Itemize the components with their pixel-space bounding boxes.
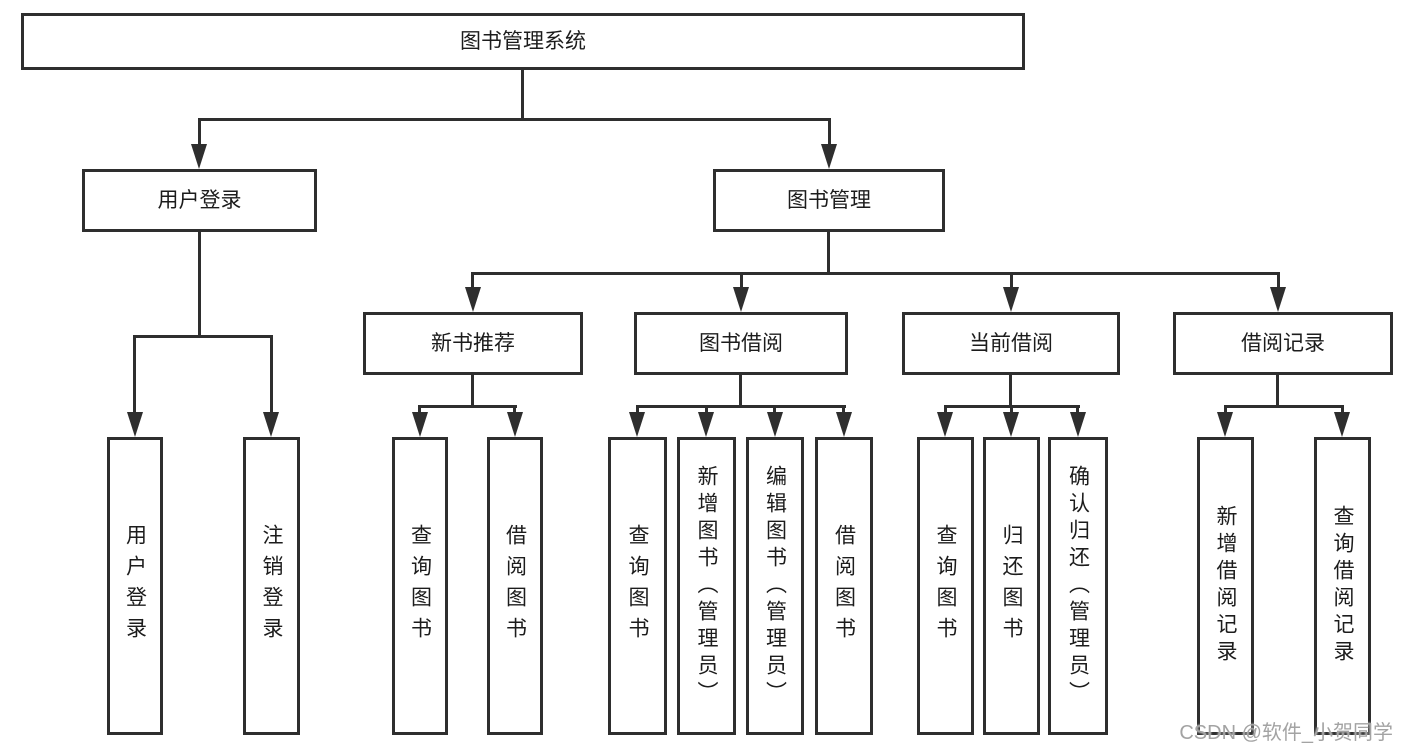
node-borrowing-records: 借阅记录 <box>1173 312 1393 375</box>
arrowhead-new-book-recommend <box>465 287 481 312</box>
edge-drop-br-add-record <box>1224 405 1227 417</box>
node-bb-query-books: 查询图书 <box>608 437 667 735</box>
edge-current-borrowing-stem <box>1009 375 1012 405</box>
edge-drop-cb-query-books <box>944 405 947 417</box>
edge-drop-bb-add-books <box>705 405 708 417</box>
arrowhead-bb-edit-books <box>767 412 783 437</box>
edge-root-drop-user-login <box>198 118 201 148</box>
edge-drop-new-book-recommend <box>471 272 474 292</box>
watermark: CSDN @软件_小贺同学 <box>1179 722 1393 744</box>
arrowhead-user-login-leaf <box>127 412 143 437</box>
node-book-borrowing: 图书借阅 <box>634 312 848 375</box>
edge-drop-cb-confirm-return <box>1076 405 1079 417</box>
edge-new-book-recommend-bus <box>418 405 517 408</box>
edge-drop-book-borrowing <box>740 272 743 292</box>
node-logout: 注销登录 <box>243 437 300 735</box>
arrowhead-bb-borrow-books <box>836 412 852 437</box>
node-cb-query-books: 查询图书 <box>917 437 974 735</box>
node-library-management-system: 图书管理系统 <box>21 13 1025 70</box>
arrowhead-cb-confirm-return <box>1070 412 1086 437</box>
arrowhead-user-login <box>191 144 207 169</box>
arrowhead-book-management <box>821 144 837 169</box>
edge-book-borrowing-bus <box>636 405 846 408</box>
node-user-login: 用户登录 <box>82 169 317 232</box>
node-book-management: 图书管理 <box>713 169 945 232</box>
arrowhead-cb-return-books <box>1003 412 1019 437</box>
edge-root-stem <box>521 70 524 118</box>
node-br-add-record: 新增借阅记录 <box>1197 437 1254 735</box>
edge-root-bus <box>198 118 831 121</box>
node-bb-add-books-admin: 新增图书（管理员） <box>677 437 736 735</box>
arrowhead-br-add-record <box>1217 412 1233 437</box>
node-bb-borrow-books: 借阅图书 <box>815 437 873 735</box>
edge-drop-logout <box>270 335 273 415</box>
node-user-login-leaf: 用户登录 <box>107 437 163 735</box>
arrowhead-br-query-record <box>1334 412 1350 437</box>
edge-root-drop-book-management <box>828 118 831 148</box>
edge-drop-cb-return-books <box>1010 405 1013 417</box>
node-new-book-recommend: 新书推荐 <box>363 312 583 375</box>
arrowhead-current-borrowing <box>1003 287 1019 312</box>
arrowhead-book-borrowing <box>733 287 749 312</box>
edge-drop-user-login-leaf <box>133 335 136 415</box>
arrowhead-cb-query-books <box>937 412 953 437</box>
node-current-borrowing: 当前借阅 <box>902 312 1120 375</box>
arrowhead-borrowing-records <box>1270 287 1286 312</box>
node-bb-edit-books-admin: 编辑图书（管理员） <box>746 437 804 735</box>
edge-drop-rec-borrow-books <box>513 405 516 417</box>
node-rec-query-books: 查询图书 <box>392 437 448 735</box>
edge-user-login-bus <box>133 335 272 338</box>
node-cb-return-books: 归还图书 <box>983 437 1040 735</box>
edge-book-borrowing-stem <box>739 375 742 405</box>
edge-drop-borrowing-records <box>1277 272 1280 292</box>
edge-book-management-stem <box>827 232 830 272</box>
edge-drop-bb-query-books <box>636 405 639 417</box>
edge-book-management-bus <box>471 272 1279 275</box>
edge-user-login-stem <box>198 232 201 335</box>
edge-drop-bb-borrow-books <box>842 405 845 417</box>
edge-borrowing-records-bus <box>1224 405 1344 408</box>
arrowhead-bb-add-books <box>698 412 714 437</box>
edge-new-book-recommend-stem <box>471 375 474 405</box>
arrowhead-rec-borrow-books <box>507 412 523 437</box>
edge-drop-bb-edit-books <box>773 405 776 417</box>
node-rec-borrow-books: 借阅图书 <box>487 437 543 735</box>
arrowhead-logout <box>263 412 279 437</box>
edge-drop-rec-query-books <box>418 405 421 417</box>
node-br-query-record: 查询借阅记录 <box>1314 437 1371 735</box>
edge-drop-br-query-record <box>1341 405 1344 417</box>
edge-borrowing-records-stem <box>1276 375 1279 405</box>
edge-drop-current-borrowing <box>1010 272 1013 292</box>
node-cb-confirm-return-admin: 确认归还（管理员） <box>1048 437 1108 735</box>
arrowhead-rec-query-books <box>412 412 428 437</box>
arrowhead-bb-query-books <box>629 412 645 437</box>
